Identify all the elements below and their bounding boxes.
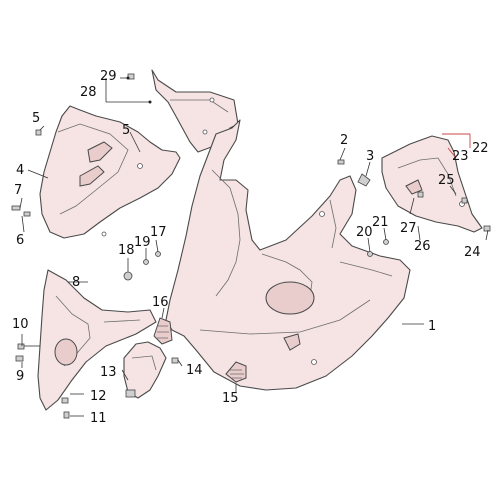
label-part-27: 27 (400, 221, 417, 236)
label-part-8: 8 (72, 275, 80, 290)
label-part-17: 17 (150, 225, 167, 240)
label-part-19: 19 (134, 235, 151, 250)
label-part-28: 28 (80, 85, 97, 100)
label-part-5-right: 5 (122, 123, 130, 138)
label-part-11: 11 (90, 411, 107, 426)
label-part-25: 25 (438, 173, 455, 188)
label-part-23: 23 (452, 149, 469, 164)
label-part-15: 15 (222, 391, 239, 406)
label-part-6: 6 (16, 233, 24, 248)
label-part-18: 18 (118, 243, 135, 258)
label-part-16: 16 (152, 295, 169, 310)
leader-lines (19, 76, 489, 417)
label-part-3: 3 (366, 149, 374, 164)
label-part-7: 7 (14, 183, 22, 198)
label-part-1: 1 (428, 319, 436, 334)
label-part-5-left: 5 (32, 111, 40, 126)
label-part-14: 14 (186, 363, 203, 378)
label-part-29: 29 (100, 69, 117, 84)
right-side-panel-part (381, 135, 483, 233)
label-part-13: 13 (100, 365, 117, 380)
label-part-4: 4 (16, 163, 24, 178)
grille-15-part (225, 361, 247, 383)
label-part-22: 22 (472, 141, 489, 156)
label-part-12: 12 (90, 389, 107, 404)
label-part-24: 24 (464, 245, 481, 260)
part-number-labels: 1 2 3 4 5 5 6 7 8 9 10 11 12 13 14 15 16… (12, 69, 489, 426)
label-part-26: 26 (414, 239, 431, 254)
label-part-20: 20 (356, 225, 373, 240)
support-bracket-part (123, 341, 167, 399)
grille-16-part (153, 317, 173, 345)
lower-front-cover-part (37, 269, 157, 411)
front-legshield-part (165, 119, 411, 391)
label-part-21: 21 (372, 215, 389, 230)
label-part-9: 9 (16, 369, 24, 384)
front-upper-shield-part (39, 105, 181, 239)
label-part-10: 10 (12, 317, 29, 332)
label-part-2: 2 (340, 133, 348, 148)
